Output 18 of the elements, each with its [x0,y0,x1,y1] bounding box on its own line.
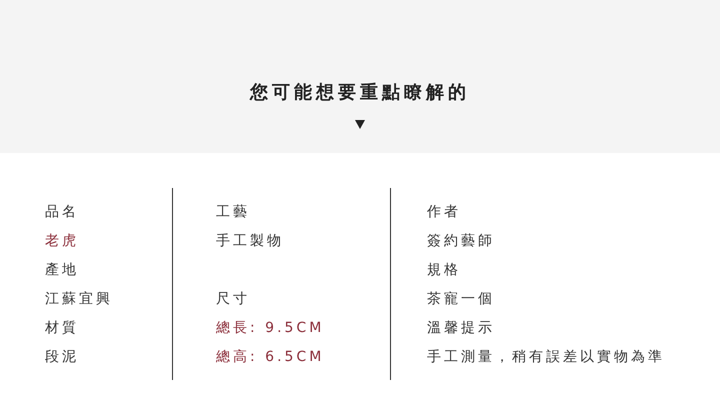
field-value: 簽約藝師 [427,232,495,250]
note-text: 手工測量，稍有誤差以實物為準 [427,348,665,366]
field-value: 江蘇宜興 [45,290,113,308]
field-label: 作者 [427,203,461,221]
field-value: 茶寵一個 [427,290,495,308]
section-title: 您可能想要重點瞭解的 [248,81,471,104]
dimension-value: 總高: 6.5CM [216,348,324,366]
dimension-value: 總長: 9.5CM [216,319,324,337]
field-label: 工藝 [216,203,250,221]
field-label: 材質 [45,319,79,337]
field-label: 溫馨提示 [427,319,495,337]
field-label: 尺寸 [216,290,250,308]
field-value: 段泥 [45,348,79,366]
field-label: 品名 [45,203,79,221]
field-label: 規格 [427,261,461,279]
field-value: 手工製物 [216,232,284,250]
field-label: 產地 [45,261,79,279]
field-value: 老虎 [45,232,79,250]
